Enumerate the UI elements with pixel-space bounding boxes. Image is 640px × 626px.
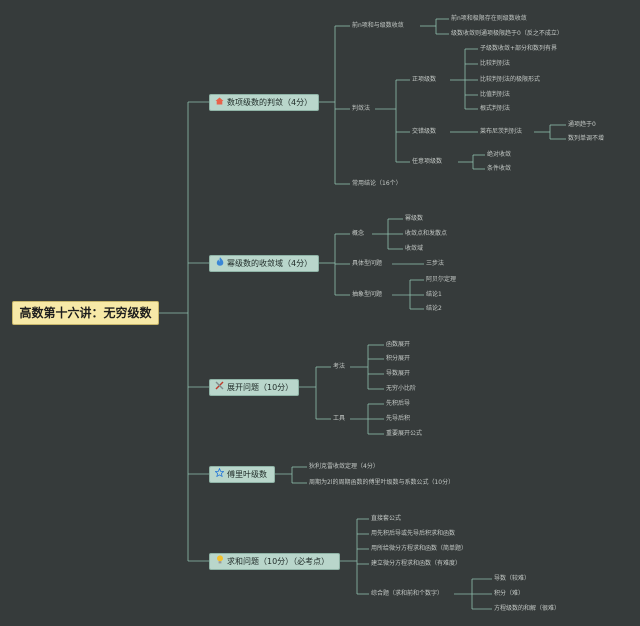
node-function-expansion[interactable]: 函数展开 [386, 341, 411, 348]
house-icon [214, 95, 225, 110]
node-abstract-problems[interactable]: 抽象型问题 [352, 291, 383, 298]
node-positive-test-2[interactable]: 比较判别法 [480, 60, 511, 67]
node-three-step-method[interactable]: 三步法 [426, 260, 445, 267]
node-concrete-problems[interactable]: 具体型问题 [352, 260, 383, 267]
node-arbitrary-series[interactable]: 任意项级数 [412, 158, 443, 165]
node-leibniz-cond-1[interactable]: 通项趋于0 [568, 121, 596, 128]
branch-series-convergence[interactable]: 数项级数的判敛（4分） [209, 94, 319, 111]
bulb-icon [214, 554, 225, 569]
node-comprehensive[interactable]: 综合题（求和前和个数字） [371, 590, 444, 597]
node-partial-sum-limit[interactable]: 前n项和极限存在则级数收敛 [451, 15, 527, 22]
branch-power-series[interactable]: 幂级数的收敛域（4分） [209, 255, 319, 272]
node-ode-sum-hard[interactable]: 建立微分方程求和函数（有难度） [371, 560, 462, 567]
node-conclusion-2[interactable]: 结论2 [426, 305, 442, 312]
node-conditional-convergence[interactable]: 条件收敛 [487, 165, 512, 172]
tools-icon [214, 380, 225, 395]
node-leibniz-test[interactable]: 莱布尼茨判别法 [480, 128, 523, 135]
branch-label: 求和问题（10分）（必考点） [227, 557, 330, 566]
node-equation-series[interactable]: 方程级数的和解（很难） [494, 605, 561, 612]
node-positive-test-5[interactable]: 根式判别法 [480, 105, 511, 112]
node-positive-series[interactable]: 正项级数 [412, 76, 437, 83]
branch-fourier[interactable]: 傅里叶级数 [209, 466, 275, 483]
node-fourier-coefficients[interactable]: 周期为2l的周期函数的傅里叶级数与系数公式（10分） [309, 479, 455, 486]
node-conclusion-1[interactable]: 结论1 [426, 291, 442, 298]
node-integral-expansion[interactable]: 积分展开 [386, 355, 411, 362]
node-diff-then-integrate[interactable]: 先导后积 [386, 415, 411, 422]
node-power-series-def[interactable]: 幂级数 [405, 215, 424, 222]
node-integral-hard[interactable]: 积分（难） [494, 590, 525, 597]
node-convergence-domain[interactable]: 收敛域 [405, 245, 424, 252]
node-positive-test-1[interactable]: 子级数收敛+部分和数列有界 [480, 45, 558, 52]
branch-label: 幂级数的收敛域（4分） [227, 259, 313, 268]
node-infinitesimal-order[interactable]: 无穷小比阶 [386, 385, 417, 392]
node-derivative-hard[interactable]: 导数（较难） [494, 575, 531, 582]
node-dirichlet-theorem[interactable]: 狄利克雷收敛定理（4分） [309, 463, 379, 470]
node-derivative-expansion[interactable]: 导数展开 [386, 370, 411, 377]
branch-label: 展开问题（10分） [227, 383, 294, 392]
branch-label: 数项级数的判敛（4分） [227, 98, 313, 107]
node-tools[interactable]: 工具 [333, 415, 346, 422]
root-node[interactable]: 高数第十六讲：无穷级数 [12, 301, 159, 325]
node-direct-formula[interactable]: 直接套公式 [371, 515, 402, 522]
branch-label: 傅里叶级数 [227, 470, 267, 479]
star-icon [214, 467, 225, 482]
node-ode-sum-easy[interactable]: 用所给微分方程求和函数（简单题） [371, 545, 468, 552]
node-integrate-diff-sum[interactable]: 用先积后导或先导后积求和函数 [371, 530, 456, 537]
node-abel-theorem[interactable]: 阿贝尔定理 [426, 276, 457, 283]
node-exam-methods[interactable]: 考法 [333, 363, 346, 370]
node-expansion-formulas[interactable]: 重要展开公式 [386, 430, 423, 437]
branch-summation[interactable]: 求和问题（10分）（必考点） [209, 553, 340, 570]
node-alternating-series[interactable]: 交错级数 [412, 128, 437, 135]
node-leibniz-cond-2[interactable]: 数列单调不增 [568, 135, 605, 142]
node-concept[interactable]: 概念 [352, 230, 365, 237]
node-common-conclusions[interactable]: 常用结论（16个） [352, 180, 402, 187]
node-positive-test-3[interactable]: 比较判别法的极限形式 [480, 76, 541, 83]
node-term-limit-zero[interactable]: 级数收敛则通项极限趋于0（反之不成立） [451, 30, 563, 37]
branch-expansion[interactable]: 展开问题（10分） [209, 379, 299, 396]
node-integrate-then-diff[interactable]: 先积后导 [386, 400, 411, 407]
node-absolute-convergence[interactable]: 绝对收敛 [487, 151, 512, 158]
node-partial-sum-convergence[interactable]: 前n项和与级数收敛 [352, 22, 404, 29]
node-positive-test-4[interactable]: 比值判别法 [480, 91, 511, 98]
node-tests[interactable]: 判敛法 [352, 105, 371, 112]
node-convergence-points[interactable]: 收敛点和发散点 [405, 230, 448, 237]
flame-icon [214, 256, 225, 271]
